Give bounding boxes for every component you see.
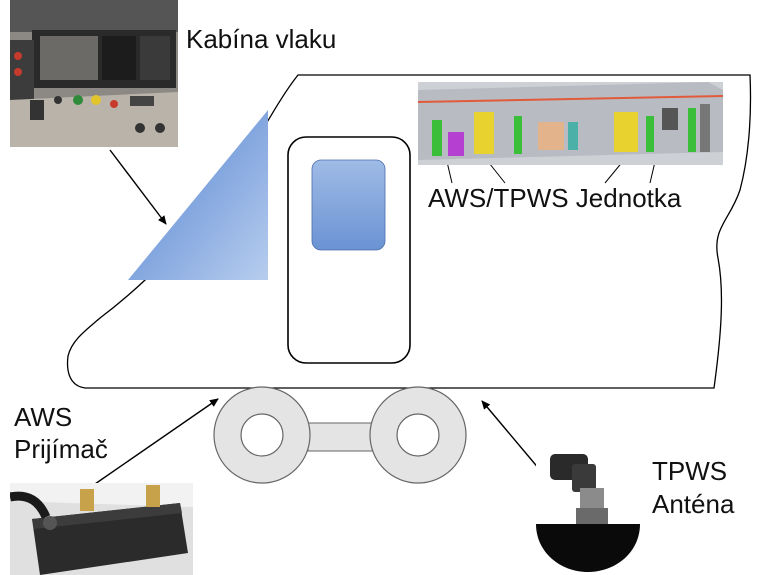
wheel-left-hub <box>240 413 284 457</box>
cab-photo <box>10 0 178 147</box>
aws-tpws-unit-label: AWS/TPWS Jednotka <box>428 183 682 213</box>
aws-tpws-unit-photo <box>418 82 723 165</box>
tpws-antenna-photo <box>536 448 640 575</box>
tpws-antenna-label-line1: TPWS <box>652 456 728 486</box>
tpws-antenna-label-line2: Anténa <box>652 489 735 519</box>
door-window <box>311 159 386 251</box>
arrow-aws-receiver <box>94 398 219 485</box>
arrow-cab <box>109 149 167 225</box>
wheel-right-hub <box>396 413 440 457</box>
aws-receiver-label-line1: AWS <box>14 402 73 432</box>
cab-window <box>128 110 268 280</box>
aws-receiver-photo <box>10 483 193 575</box>
cab-label: Kabína vlaku <box>186 24 337 54</box>
arrow-tpws-antenna <box>481 400 541 471</box>
aws-receiver-label-line2: Prijímač <box>14 434 108 464</box>
